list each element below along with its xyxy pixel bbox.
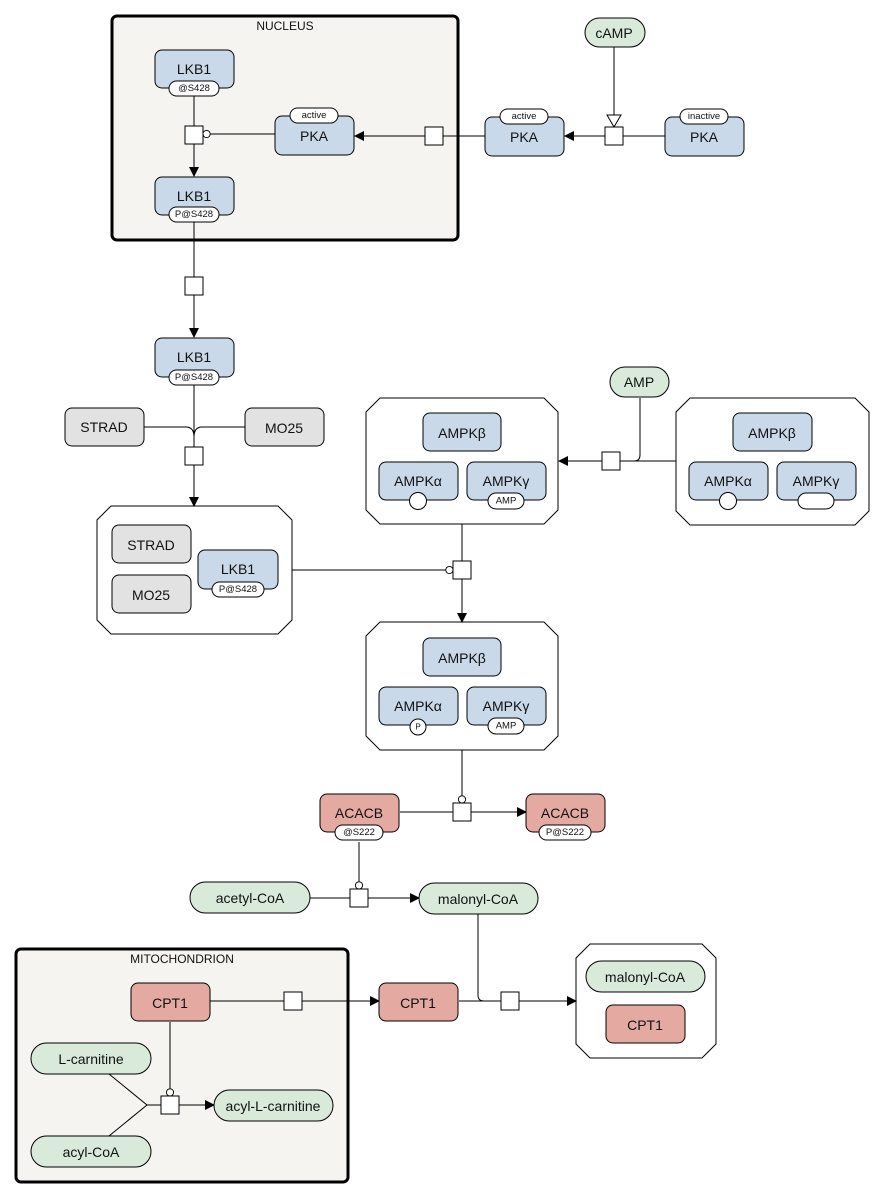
ampk-gamma-label: AMPKγ bbox=[483, 698, 530, 714]
state-variable: P bbox=[415, 723, 420, 732]
l-carnitine-label: L-carnitine bbox=[58, 1051, 124, 1067]
state-variable: AMP bbox=[496, 721, 517, 732]
cpt1-label: CPT1 bbox=[152, 995, 188, 1011]
empty-state-site bbox=[797, 492, 835, 510]
acacb-label: ACACB bbox=[335, 805, 383, 821]
ampk-gamma-label: AMPKγ bbox=[483, 473, 530, 489]
mo25-label: MO25 bbox=[265, 420, 303, 436]
lkb1-label: LKB1 bbox=[177, 349, 211, 365]
ampk-alpha-active-node[interactable]: AMPKα P bbox=[378, 686, 459, 736]
strad-node[interactable]: STRAD bbox=[64, 407, 145, 447]
process-node bbox=[184, 276, 204, 296]
ampk-beta-node[interactable]: AMPKβ bbox=[422, 412, 502, 452]
acacb-phospho-node[interactable]: ACACB P@S222 bbox=[525, 793, 606, 841]
malonyl-coa-label: malonyl-CoA bbox=[438, 891, 519, 907]
complex-mo25-node[interactable]: MO25 bbox=[111, 574, 192, 614]
nucleus-title: NUCLEUS bbox=[256, 19, 313, 33]
acyl-coa-node[interactable]: acyl-CoA bbox=[30, 1135, 152, 1168]
lkb1-nucleus-node[interactable]: LKB1 @S428 bbox=[154, 49, 235, 97]
state-variable: P@S428 bbox=[175, 209, 213, 220]
state-variable: P@S428 bbox=[219, 584, 257, 595]
mo25-label: MO25 bbox=[132, 587, 170, 603]
state-variable: AMP bbox=[496, 496, 517, 507]
cpt1-label: CPT1 bbox=[627, 1017, 663, 1033]
pka-label: PKA bbox=[690, 129, 719, 145]
process-node bbox=[452, 802, 472, 822]
pka-label: PKA bbox=[510, 129, 539, 145]
state-variable: @S222 bbox=[343, 827, 375, 838]
state-variable: P@S428 bbox=[175, 372, 213, 383]
camp-node[interactable]: cAMP bbox=[584, 17, 646, 48]
ampk-alpha-node[interactable]: AMPKα bbox=[378, 461, 459, 510]
process-node bbox=[349, 888, 369, 908]
cpt1-label: CPT1 bbox=[400, 995, 436, 1011]
complex-lkb1-node[interactable]: LKB1 P@S428 bbox=[197, 549, 279, 598]
pka-active-node[interactable]: PKA active bbox=[484, 108, 565, 157]
process-node bbox=[424, 126, 444, 146]
state-variable: active bbox=[512, 111, 537, 122]
l-carnitine-node[interactable]: L-carnitine bbox=[30, 1042, 152, 1075]
state-variable: @S428 bbox=[178, 83, 210, 94]
ampk-alpha-free-node[interactable]: AMPKα bbox=[688, 461, 769, 510]
ampk-gamma-node[interactable]: AMPKγ AMP bbox=[466, 461, 547, 510]
acetyl-coa-node[interactable]: acetyl-CoA bbox=[189, 881, 311, 914]
ampk-gamma-active-node[interactable]: AMPKγ AMP bbox=[466, 686, 547, 735]
ampk-beta-active-node[interactable]: AMPKβ bbox=[422, 637, 502, 677]
lkb1-phospho-nucleus-node[interactable]: LKB1 P@S428 bbox=[154, 176, 235, 223]
complex-cpt1-node[interactable]: CPT1 bbox=[605, 1004, 686, 1044]
pka-nucleus-node[interactable]: PKA active bbox=[274, 107, 355, 156]
acyl-l-carnitine-node[interactable]: acyl-L-carnitine bbox=[213, 1089, 334, 1122]
process-node bbox=[184, 125, 204, 145]
cpt1-cytosol-node[interactable]: CPT1 bbox=[378, 982, 459, 1022]
amp-node[interactable]: AMP bbox=[609, 366, 670, 398]
cpt1-mito-node[interactable]: CPT1 bbox=[130, 982, 211, 1022]
amp-label: AMP bbox=[624, 374, 654, 390]
acacb-label: ACACB bbox=[541, 805, 589, 821]
malonyl-coa-label: malonyl-CoA bbox=[605, 969, 686, 985]
complex-malonyl-coa-node[interactable]: malonyl-CoA bbox=[585, 960, 706, 993]
pka-inactive-node[interactable]: PKA inactive bbox=[664, 108, 745, 157]
process-node bbox=[184, 446, 204, 466]
process-node bbox=[283, 991, 303, 1011]
acetyl-coa-label: acetyl-CoA bbox=[216, 890, 285, 906]
acyl-l-carnitine-label: acyl-L-carnitine bbox=[226, 1098, 321, 1114]
lkb1-label: LKB1 bbox=[177, 188, 211, 204]
process-nodes bbox=[160, 125, 624, 1115]
state-variable: P@S222 bbox=[546, 827, 584, 838]
ampk-beta-label: AMPKβ bbox=[438, 425, 486, 441]
state-variable: inactive bbox=[688, 111, 720, 122]
strad-label: STRAD bbox=[127, 537, 174, 553]
process-node bbox=[160, 1095, 180, 1115]
lkb1-label: LKB1 bbox=[177, 61, 211, 77]
camp-label: cAMP bbox=[595, 25, 632, 41]
process-node bbox=[500, 991, 520, 1011]
ampk-beta-label: AMPKβ bbox=[438, 650, 486, 666]
malonyl-coa-node[interactable]: malonyl-CoA bbox=[418, 882, 539, 915]
empty-state-site bbox=[409, 492, 427, 510]
ampk-beta-label: AMPKβ bbox=[748, 425, 796, 441]
acacb-node[interactable]: ACACB @S222 bbox=[319, 793, 400, 841]
mitochondrion-title: MITOCHONDRION bbox=[130, 952, 234, 966]
acyl-coa-label: acyl-CoA bbox=[63, 1144, 120, 1160]
ampk-alpha-label: AMPKα bbox=[394, 698, 442, 714]
process-node bbox=[604, 126, 624, 146]
edges bbox=[108, 46, 676, 1137]
process-node bbox=[601, 451, 621, 471]
ampk-gamma-label: AMPKγ bbox=[793, 473, 840, 489]
process-node bbox=[452, 560, 472, 580]
state-variable: active bbox=[302, 110, 327, 121]
pka-label: PKA bbox=[300, 128, 329, 144]
ampk-alpha-label: AMPKα bbox=[394, 473, 442, 489]
strad-label: STRAD bbox=[80, 419, 127, 435]
lkb1-cytosol-node[interactable]: LKB1 P@S428 bbox=[154, 337, 235, 386]
mitochondrion-compartment: MITOCHONDRION bbox=[14, 947, 350, 1184]
lkb1-label: LKB1 bbox=[221, 561, 255, 577]
ampk-alpha-label: AMPKα bbox=[704, 473, 752, 489]
ampk-gamma-free-node[interactable]: AMPKγ bbox=[776, 461, 857, 510]
empty-state-site bbox=[719, 492, 737, 510]
ampk-beta-free-node[interactable]: AMPKβ bbox=[732, 412, 813, 452]
mo25-node[interactable]: MO25 bbox=[244, 407, 325, 447]
complex-strad-node[interactable]: STRAD bbox=[111, 524, 192, 564]
